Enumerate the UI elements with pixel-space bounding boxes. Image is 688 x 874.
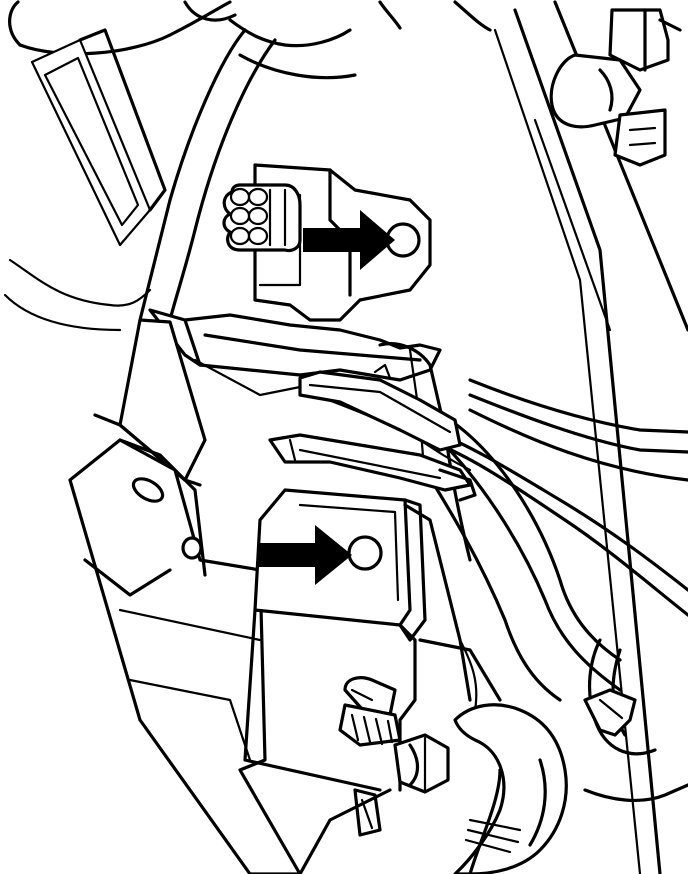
lower-arrow-icon <box>258 525 352 585</box>
upper-right-clip-bracket <box>549 8 682 167</box>
lower-mounting-hole <box>347 535 383 571</box>
cable-clip-lower <box>268 433 477 502</box>
cable-clip-upper <box>298 363 462 452</box>
top-left-housing-outline <box>8 0 237 56</box>
right-loop-clamp <box>583 638 688 803</box>
bottom-tab <box>298 788 392 874</box>
upper-arrow-icon <box>303 210 395 270</box>
lower-vertical-member <box>403 503 502 712</box>
curved-frame-arm <box>138 18 357 322</box>
slotted-panel <box>30 28 167 247</box>
left-frame-lines <box>3 258 152 332</box>
lower-body-panel <box>68 438 302 874</box>
bolt-assembly <box>338 676 450 794</box>
central-bracket <box>148 308 442 397</box>
upper-connector <box>222 183 302 253</box>
bottom-hose <box>453 703 568 874</box>
